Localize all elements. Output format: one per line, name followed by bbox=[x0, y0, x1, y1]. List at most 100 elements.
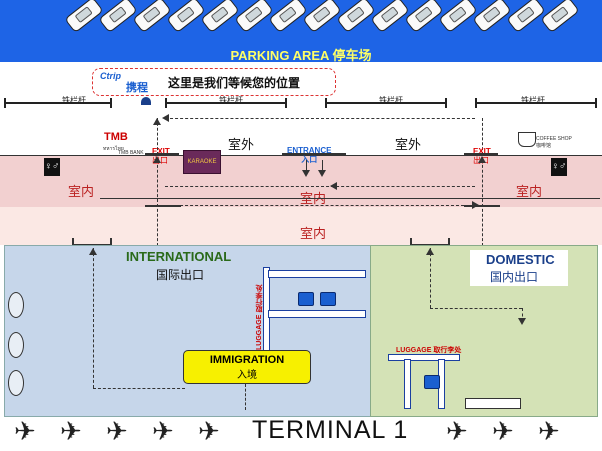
door-post bbox=[110, 238, 112, 250]
coffee-shop-en: COFFEE SHOP bbox=[536, 136, 572, 142]
arrow-up-icon bbox=[478, 156, 486, 163]
railing-post bbox=[325, 98, 327, 108]
luggage-icon bbox=[298, 292, 314, 306]
exit-door bbox=[464, 153, 498, 155]
immigration-cn: 入境 bbox=[237, 370, 257, 381]
entrance-cn: 入口 bbox=[301, 155, 318, 164]
parking-title: PARKING AREA 停车场 bbox=[230, 48, 372, 63]
domestic-title: DOMESTIC bbox=[486, 252, 555, 267]
railing-post bbox=[595, 98, 597, 108]
domestic-subtitle: 国内出口 bbox=[490, 270, 539, 284]
airplane-icon: ✈ bbox=[538, 416, 560, 446]
luggage-conveyor bbox=[268, 270, 366, 278]
corridor-line bbox=[100, 198, 600, 199]
arrow-left-icon bbox=[162, 114, 169, 122]
car-icon bbox=[302, 0, 342, 34]
door-post bbox=[448, 238, 450, 250]
airplane-icon: ✈ bbox=[14, 416, 36, 446]
walk-path bbox=[157, 160, 158, 246]
person-icon bbox=[141, 97, 151, 105]
coffee-shop-cn: 咖啡馆 bbox=[536, 143, 552, 149]
escalator bbox=[465, 398, 521, 409]
car-icon bbox=[166, 0, 206, 34]
walk-path bbox=[170, 205, 464, 206]
coffee-cup-icon bbox=[518, 132, 536, 147]
karaoke-sign: KARAOKE bbox=[183, 150, 221, 174]
immigration-box: IMMIGRATION 入境 bbox=[183, 350, 311, 384]
railing-label: 铁栏杆 bbox=[62, 96, 86, 105]
door-post bbox=[410, 238, 412, 250]
car-icon bbox=[200, 0, 240, 34]
airplane-icon: ✈ bbox=[492, 416, 514, 446]
walk-path bbox=[430, 248, 431, 308]
railing-post bbox=[4, 98, 6, 108]
arrow-down-icon bbox=[518, 318, 526, 325]
walk-path bbox=[165, 186, 475, 187]
airplane-icon: ✈ bbox=[60, 416, 82, 446]
outdoor-label: 室外 bbox=[395, 137, 422, 152]
wall bbox=[0, 155, 602, 156]
car-icon bbox=[370, 0, 410, 34]
luggage-icon bbox=[320, 292, 336, 306]
railing-post bbox=[110, 98, 112, 108]
international-subtitle: 国际出口 bbox=[156, 268, 205, 282]
railing-post bbox=[285, 98, 287, 108]
walk-path bbox=[482, 118, 483, 155]
indoor-zone-lower bbox=[0, 207, 602, 245]
airplane-icon: ✈ bbox=[446, 416, 468, 446]
railing bbox=[325, 102, 447, 104]
car-icon bbox=[132, 0, 172, 34]
walk-path bbox=[165, 118, 475, 119]
walk-path bbox=[482, 160, 483, 246]
tmb-bank-logo: TMB bbox=[104, 131, 128, 143]
domestic-label-box bbox=[470, 250, 568, 286]
car-icon bbox=[268, 0, 308, 34]
walk-path bbox=[157, 118, 158, 155]
car-icon bbox=[98, 0, 138, 34]
arrow-down-icon bbox=[302, 170, 310, 177]
walk-path bbox=[430, 308, 522, 309]
international-title: INTERNATIONAL bbox=[126, 249, 232, 264]
car-icon bbox=[540, 0, 580, 34]
indoor-label: 室内 bbox=[68, 184, 95, 199]
entrance-arrow bbox=[306, 160, 307, 172]
arrow-up-icon bbox=[89, 248, 97, 255]
restroom-icon: ♀♂ bbox=[551, 158, 567, 176]
indoor-label: 室内 bbox=[516, 184, 543, 199]
car-icon bbox=[404, 0, 444, 34]
entrance-door bbox=[282, 153, 346, 155]
arrow-left-icon bbox=[330, 182, 337, 190]
airplane-icon: ✈ bbox=[106, 416, 128, 446]
outdoor-label: 室外 bbox=[228, 137, 255, 152]
railing bbox=[4, 102, 112, 104]
railing-label: 铁栏杆 bbox=[521, 96, 545, 105]
arrow-right-icon bbox=[472, 201, 479, 209]
car-icon bbox=[472, 0, 512, 34]
car-icon bbox=[506, 0, 546, 34]
arrow-up-icon bbox=[153, 118, 161, 125]
luggage-conveyor bbox=[268, 310, 366, 318]
luggage-conveyor bbox=[404, 359, 411, 409]
railing-post bbox=[165, 98, 167, 108]
railing-post bbox=[445, 98, 447, 108]
immigration-en: IMMIGRATION bbox=[209, 354, 285, 366]
ctrip-logo-cn: 携程 bbox=[126, 82, 148, 94]
arrow-up-icon bbox=[426, 248, 434, 255]
baggage-carousel bbox=[8, 332, 24, 358]
baggage-carousel bbox=[8, 370, 24, 396]
luggage-label: LUGGAGE 取行李处 bbox=[256, 284, 263, 350]
door-post bbox=[72, 238, 74, 250]
arrow-up-icon bbox=[153, 156, 161, 163]
entrance-arrow bbox=[322, 160, 323, 172]
baggage-carousel bbox=[8, 292, 24, 318]
railing bbox=[165, 102, 287, 104]
car-icon bbox=[234, 0, 274, 34]
entrance-en: ENTRANCE bbox=[287, 146, 332, 155]
arrow-down-icon bbox=[318, 170, 326, 177]
railing-post bbox=[475, 98, 477, 108]
railing-label: 铁栏杆 bbox=[219, 96, 243, 105]
car-icon bbox=[336, 0, 376, 34]
walk-path bbox=[93, 388, 185, 389]
airplane-icon: ✈ bbox=[152, 416, 174, 446]
